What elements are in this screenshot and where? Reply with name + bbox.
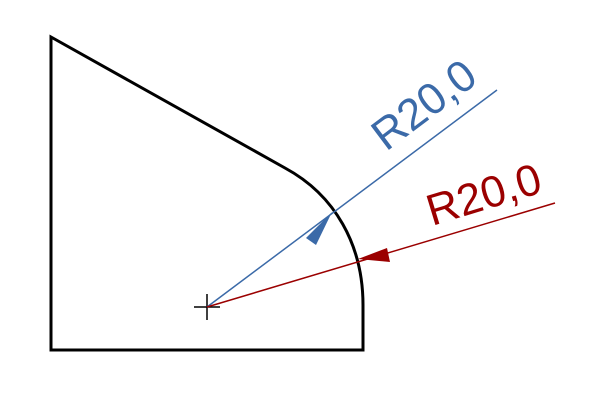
dimension-leader-line-blue — [206, 89, 498, 308]
dimension-arrowhead-red — [358, 248, 390, 262]
dimension-label-blue: R20,0 — [363, 50, 486, 160]
dimension-arrowhead-blue — [306, 212, 332, 245]
part-outline — [49, 34, 365, 352]
dimension-label-red: R20,0 — [421, 154, 548, 235]
